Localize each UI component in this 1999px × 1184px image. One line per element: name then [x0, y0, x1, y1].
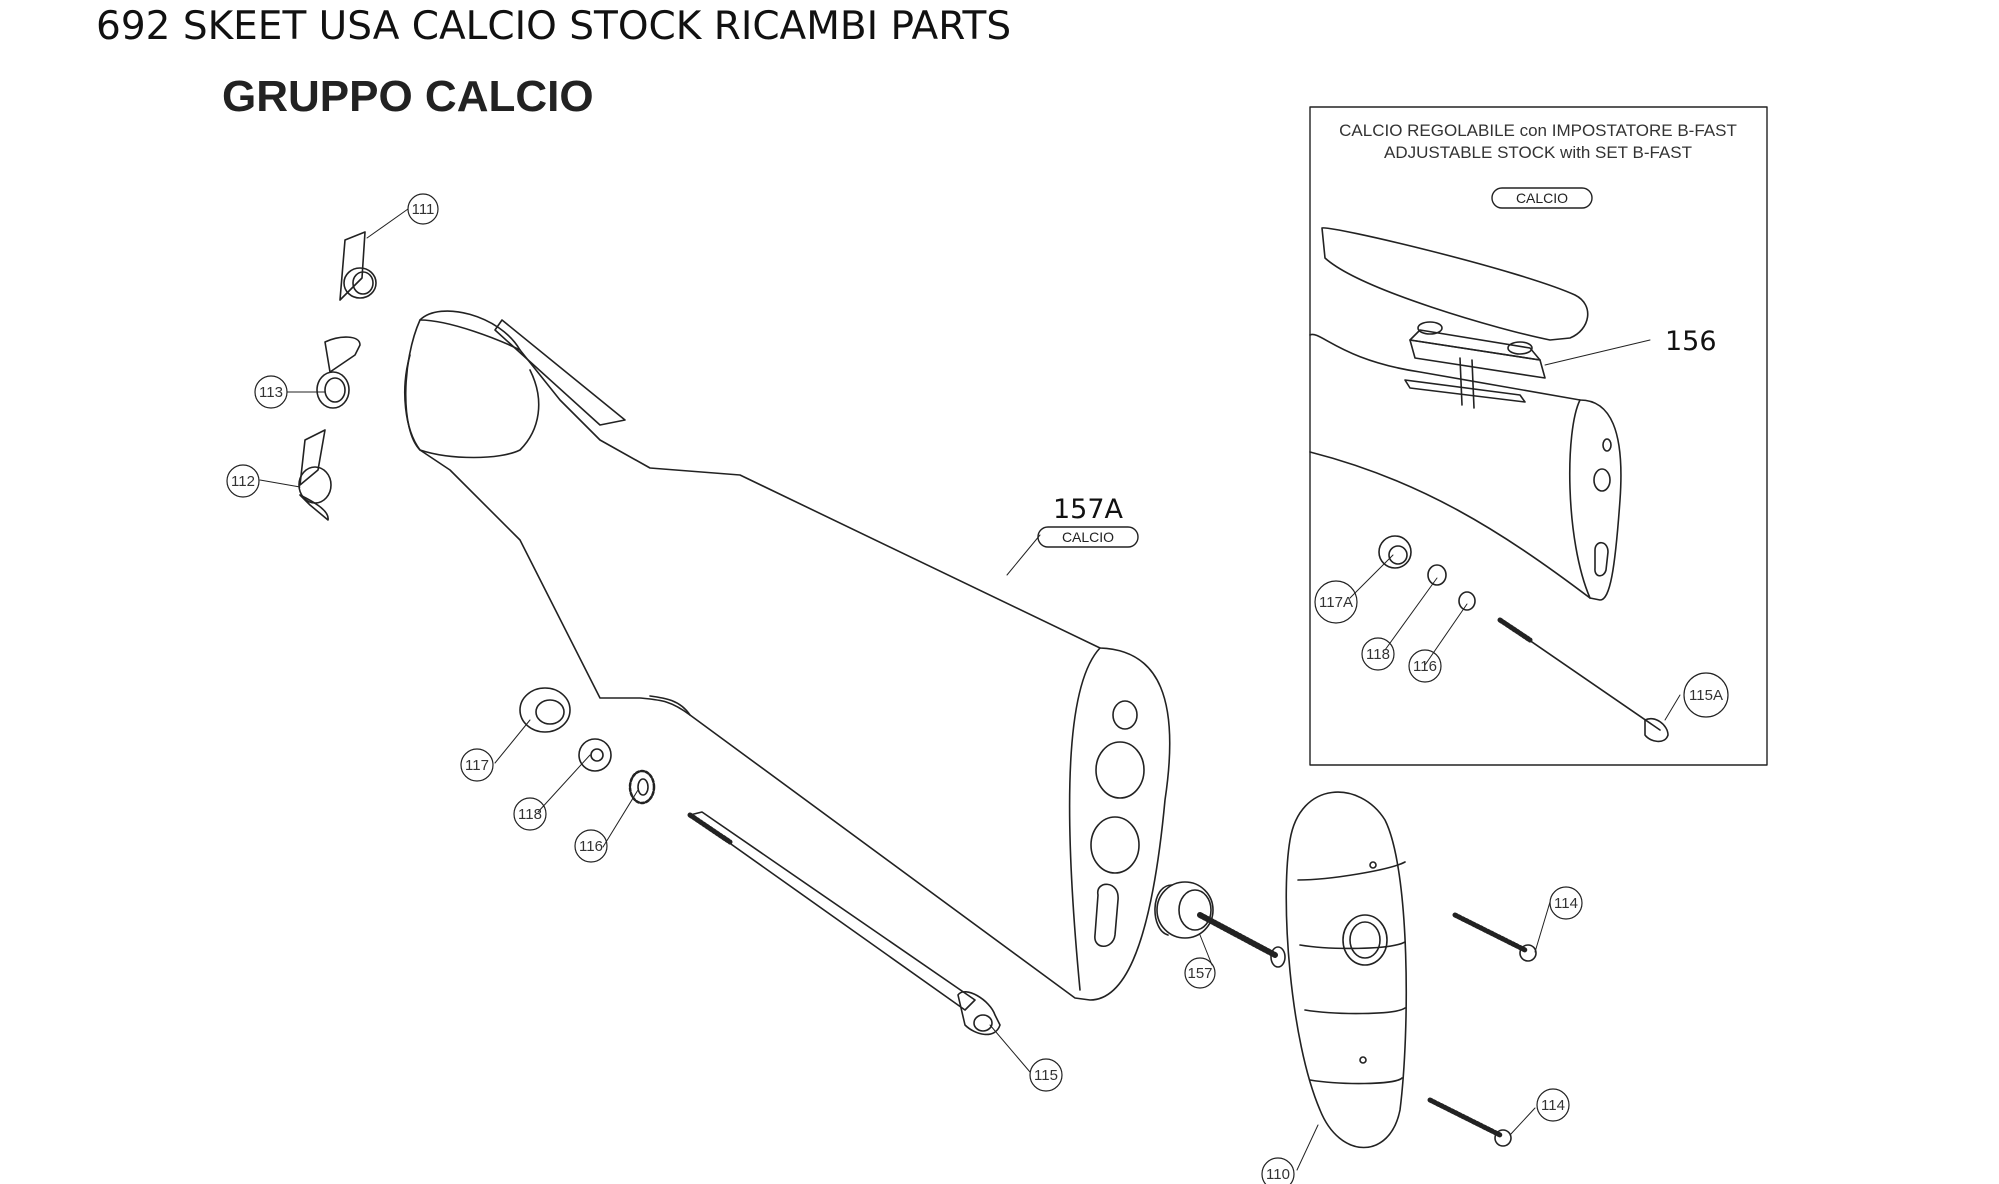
- inset-adjustable-stock: [1309, 227, 1622, 601]
- group-title: GRUPPO CALCIO: [222, 72, 594, 121]
- part-116-lockwasher: [628, 769, 656, 805]
- inset-title-en: ADJUSTABLE STOCK with SET B-FAST: [1384, 143, 1692, 162]
- label-157a: 157A: [1053, 494, 1124, 525]
- inset-part-156-bfast-set: [1409, 321, 1546, 409]
- part-157-screw: [1197, 912, 1286, 968]
- stock-body: [404, 310, 1171, 1001]
- part-114-screw-bottom: [1427, 1097, 1512, 1147]
- part-112-swivel: [298, 429, 332, 521]
- callout-118: 118: [518, 806, 542, 823]
- callout-117: 117: [465, 757, 489, 774]
- beretta-logo: [1342, 914, 1388, 966]
- part-114-screw-top: [1452, 912, 1537, 962]
- inset-callout-116: 116: [1413, 658, 1437, 675]
- label-calcio-inset: CALCIO: [1516, 190, 1568, 206]
- callout-circles: [226, 193, 1729, 1184]
- inset-callout-115a: 115A: [1689, 687, 1723, 704]
- inset-callout-118: 118: [1366, 646, 1390, 663]
- callout-116: 116: [579, 838, 603, 855]
- callout-157: 157: [1187, 965, 1212, 982]
- tag-calcio-inset: [1491, 187, 1593, 209]
- part-117-washer: [519, 687, 571, 733]
- inset-callout-117a: 117A: [1319, 594, 1353, 611]
- callout-112: 112: [231, 473, 255, 490]
- part-spacer: [1154, 881, 1214, 939]
- callout-113: 113: [259, 384, 283, 401]
- callout-110: 110: [1266, 1166, 1290, 1183]
- inset-frame: [1309, 106, 1768, 766]
- part-115-draw-bolt: [687, 811, 1001, 1036]
- tag-calcio-main: [1037, 526, 1139, 548]
- inset-title-it: CALCIO REGOLABILE con IMPOSTATORE B-FAST: [1339, 121, 1737, 140]
- part-111-swivel: [339, 231, 377, 301]
- inset-small-parts: [1378, 535, 1669, 743]
- callout-114-bottom: 114: [1541, 1097, 1565, 1114]
- page-title: 692 SKEET USA CALCIO STOCK RICAMBI PARTS: [96, 4, 1012, 49]
- stock-comb-strip: [494, 319, 626, 426]
- label-calcio-main: CALCIO: [1062, 529, 1114, 545]
- label-156: 156: [1665, 326, 1717, 357]
- part-113-swivel: [316, 336, 361, 409]
- leader-lines: [259, 208, 1681, 1171]
- part-118-washer: [578, 738, 612, 772]
- callout-114-top: 114: [1554, 895, 1578, 912]
- part-110-recoil-pad: [1285, 791, 1408, 1149]
- callout-115: 115: [1034, 1067, 1058, 1084]
- callout-111: 111: [412, 201, 435, 218]
